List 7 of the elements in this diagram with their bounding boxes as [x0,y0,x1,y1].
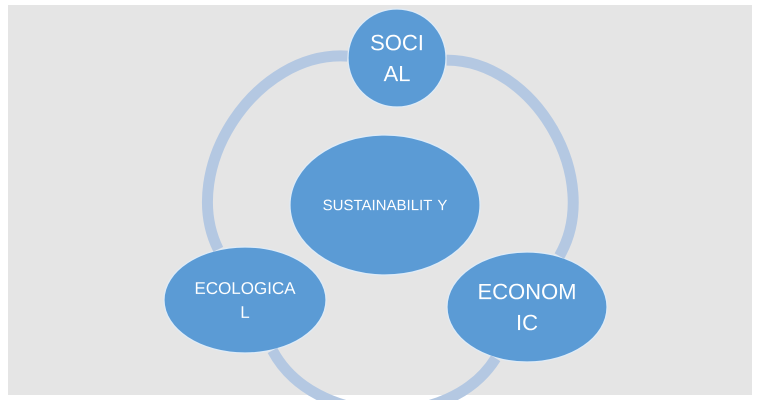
circle-node: SOCI AL [347,8,447,108]
ellipse-node: ECOLOGICA L [163,246,327,354]
ring-arc [268,347,500,400]
ellipse-node: ECONOM IC [446,251,608,363]
ellipse-node: SUSTAINABILIT Y [289,134,481,276]
ring-arc [202,50,348,252]
ring-arc [446,54,578,258]
